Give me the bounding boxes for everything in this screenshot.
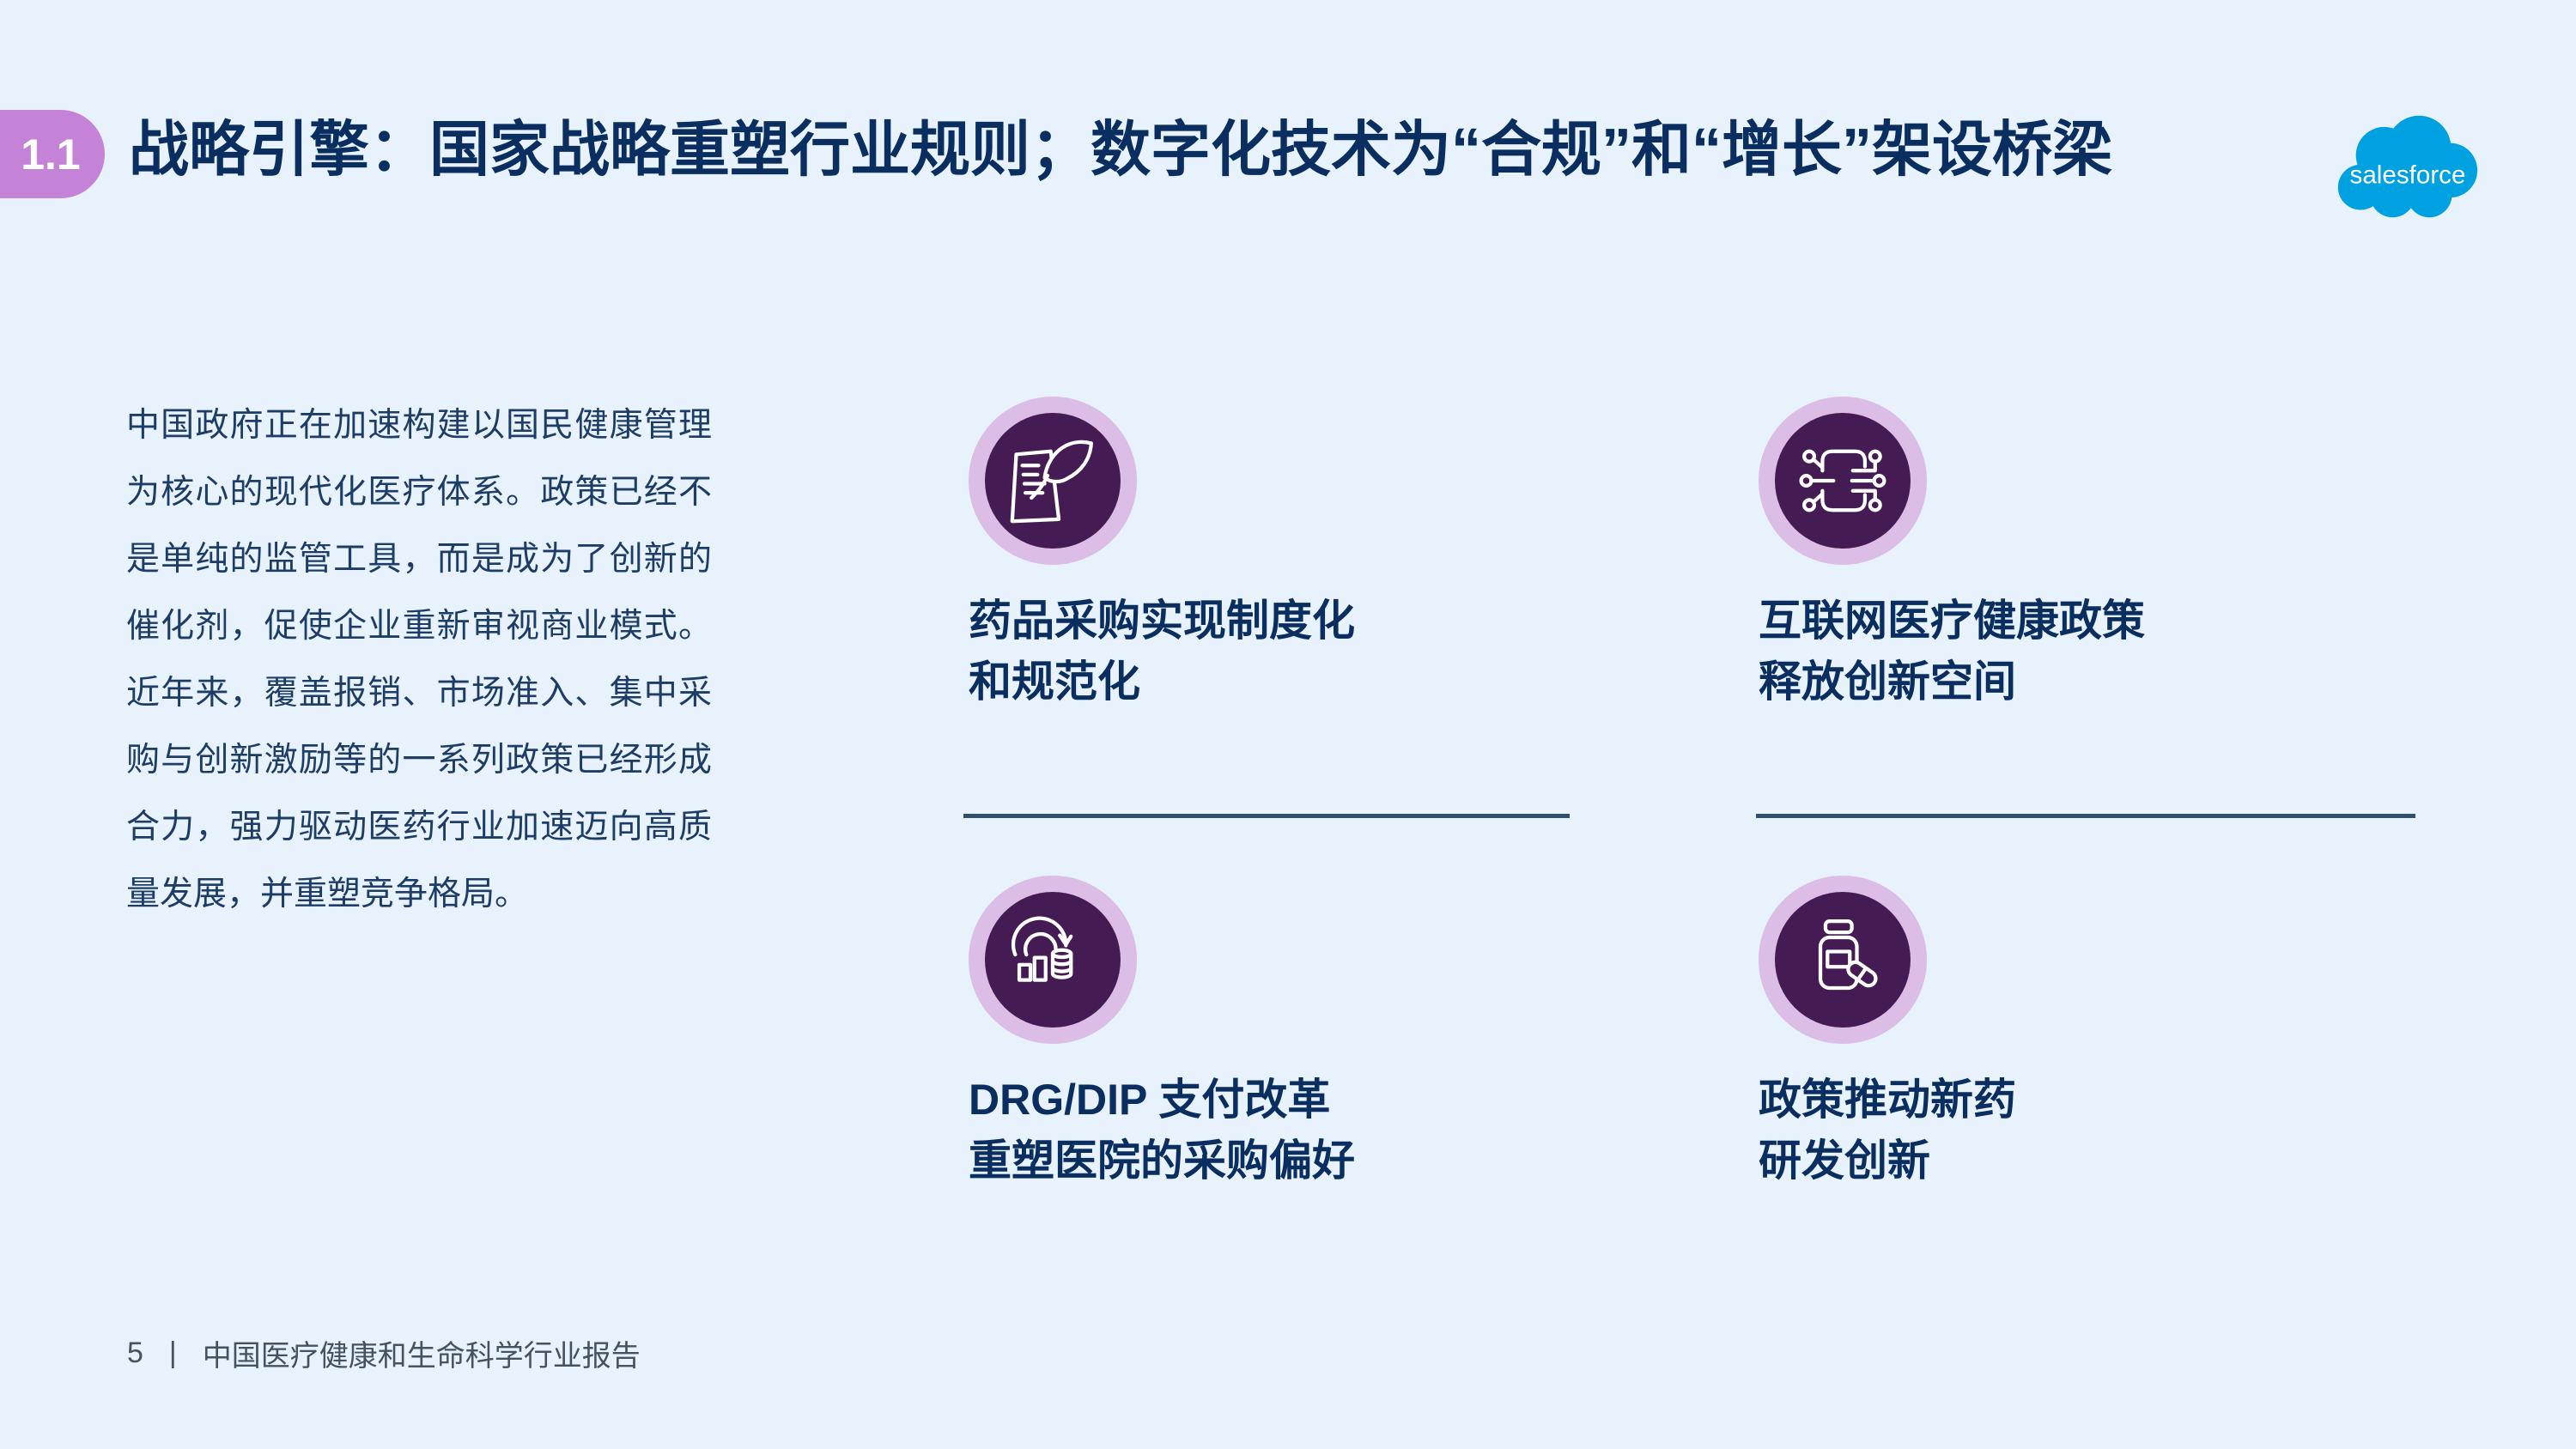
intro-paragraph: 中国政府正在加速构建以国民健康管理为核心的现代化医疗体系。政策已经不是单纯的监管… <box>126 407 712 912</box>
medicine-bottle-pill-icon <box>1818 919 1878 991</box>
page-title: 战略引擎：国家战略重塑行业规则；数字化技术为“合规”和“增长”架设桥梁 <box>129 116 2112 183</box>
salesforce-logo-text: salesforce <box>2350 161 2466 190</box>
card-title: 互联网医疗健康政策 释放创新空间 <box>1759 597 2145 706</box>
policy-card-internet-health: 互联网医疗健康政策 释放创新空间 <box>1759 397 2480 712</box>
icon-core <box>1775 892 1911 1028</box>
page-number: 5 <box>127 1337 143 1369</box>
contract-quill-icon <box>1010 440 1093 524</box>
icon-ring <box>969 397 1137 565</box>
icon-core <box>985 892 1121 1028</box>
divider-line-left <box>963 814 1570 818</box>
footer-separator: | <box>168 1337 177 1369</box>
salesforce-cloud-icon: salesforce <box>2337 115 2478 218</box>
icon-ring <box>969 876 1137 1044</box>
policy-card-new-drug: 政策推动新药 研发创新 <box>1759 876 2480 1191</box>
section-number-badge: 1.1 <box>0 110 105 198</box>
section-number: 1.1 <box>21 130 81 179</box>
icon-ring <box>1759 397 1927 565</box>
card-title: DRG/DIP 支付改革 重塑医院的采购偏好 <box>969 1076 1355 1185</box>
card-title: 政策推动新药 研发创新 <box>1759 1076 2016 1185</box>
icon-core <box>985 413 1121 549</box>
card-title: 药品采购实现制度化 和规范化 <box>969 597 1355 706</box>
icon-core <box>1775 413 1911 549</box>
footer: 5 | 中国医疗健康和生命科学行业报告 <box>127 1332 641 1374</box>
policy-card-drg-dip: DRG/DIP 支付改革 重塑医院的采购偏好 <box>969 876 1690 1191</box>
circuit-network-icon <box>1799 449 1886 512</box>
divider-line-right <box>1756 814 2415 818</box>
salesforce-logo: salesforce <box>2332 108 2483 225</box>
report-title: 中国医疗健康和生命科学行业报告 <box>202 1340 641 1373</box>
payment-cycle-chart-icon <box>1011 916 1073 982</box>
icon-ring <box>1759 876 1927 1044</box>
policy-card-procurement: 药品采购实现制度化 和规范化 <box>969 397 1690 712</box>
